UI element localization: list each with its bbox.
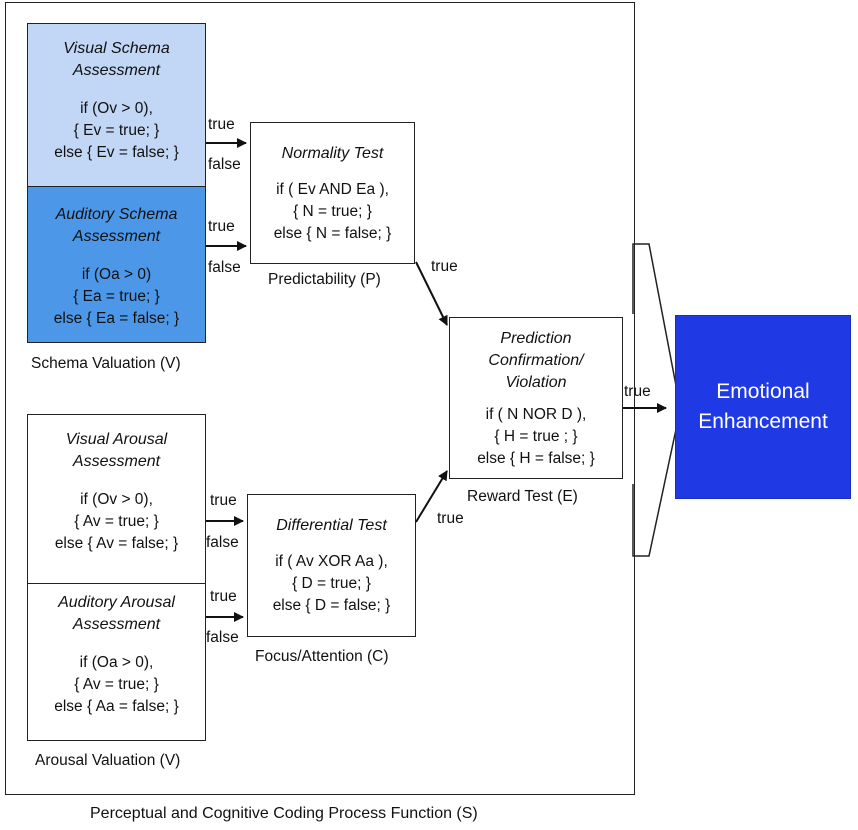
- prediction-code: if ( N NOR D ),{ H = true ; }else { H = …: [477, 406, 595, 467]
- differential-test-code: if ( Av XOR Aa ),{ D = true; }else { D =…: [272, 553, 391, 614]
- edge-label-true-differential: true: [437, 510, 464, 527]
- edge-label-true-2: true: [208, 218, 235, 235]
- funnel-bottom: [632, 419, 679, 557]
- normality-test-code: if ( Ev AND Ea ),{ N = true; }else { N =…: [273, 181, 392, 242]
- edge-label-false-3: false: [206, 534, 239, 551]
- predictability-label: Predictability (P): [268, 271, 381, 288]
- edge-label-true-3: true: [210, 492, 237, 509]
- process-caption: Perceptual and Cognitive Coding Process …: [90, 805, 478, 822]
- focus-attention-label: Focus/Attention (C): [255, 648, 389, 665]
- reward-test-label: Reward Test (E): [467, 488, 578, 505]
- edge-label-false-1: false: [208, 156, 241, 173]
- schema-valuation-label: Schema Valuation (V): [31, 355, 181, 372]
- arrow-normality-prediction: [415, 261, 448, 326]
- funnel-top: [632, 243, 679, 397]
- visual-arousal-code: if (Ov > 0),{ Av = true; }else { Av = fa…: [54, 491, 179, 552]
- arrow-differential-prediction: [415, 470, 448, 523]
- visual-schema-code: if (Ov > 0),{ Ev = true; }else { Ev = fa…: [54, 100, 179, 161]
- differential-test-title: Differential Test: [276, 517, 387, 534]
- normality-test-title: Normality Test: [281, 145, 384, 162]
- auditory-arousal-code: if (Oa > 0),{ Av = true; }else { Aa = fa…: [54, 654, 179, 715]
- edge-label-false-2: false: [208, 259, 241, 276]
- emotional-line1: Emotional: [716, 380, 810, 403]
- edge-label-false-4: false: [206, 629, 239, 646]
- edge-label-true-normality: true: [431, 258, 458, 275]
- auditory-schema-code: if (Oa > 0){ Ea = true; }else { Ea = fal…: [53, 266, 180, 327]
- process-frame: [5, 2, 635, 795]
- arousal-valuation-label: Arousal Valuation (V): [35, 752, 181, 769]
- normality-test-box: Normality Test if ( Ev AND Ea ),{ N = tr…: [250, 122, 415, 264]
- emotional-enhancement-box: Emotional Enhancement: [675, 315, 851, 499]
- emotional-line2: Enhancement: [698, 410, 828, 433]
- differential-test-box: Differential Test if ( Av XOR Aa ),{ D =…: [247, 494, 416, 637]
- edge-label-true-1: true: [208, 116, 235, 133]
- edge-label-true-4: true: [210, 588, 237, 605]
- edge-label-true-prediction: true: [624, 383, 651, 400]
